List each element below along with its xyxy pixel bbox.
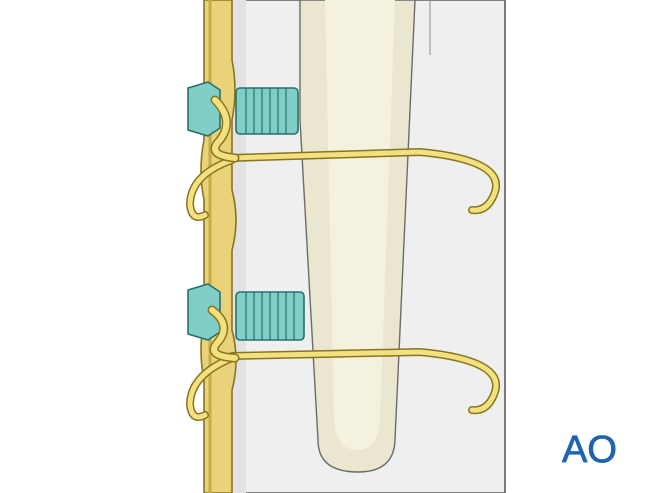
ao-logo: AO bbox=[562, 429, 618, 468]
cerclage-wire-upper bbox=[185, 95, 501, 221]
screw-shaft-upper bbox=[235, 87, 299, 135]
plate-body bbox=[200, 0, 237, 493]
screw-lower bbox=[187, 283, 305, 341]
cerclage-wire-lower bbox=[185, 305, 501, 421]
ao-logo-text: AO bbox=[562, 429, 617, 468]
bone-shaft bbox=[221, 0, 506, 493]
screw-upper bbox=[187, 81, 299, 137]
plate bbox=[200, 0, 237, 493]
canal-highlight bbox=[325, 0, 395, 450]
screw-head-upper bbox=[187, 81, 221, 137]
